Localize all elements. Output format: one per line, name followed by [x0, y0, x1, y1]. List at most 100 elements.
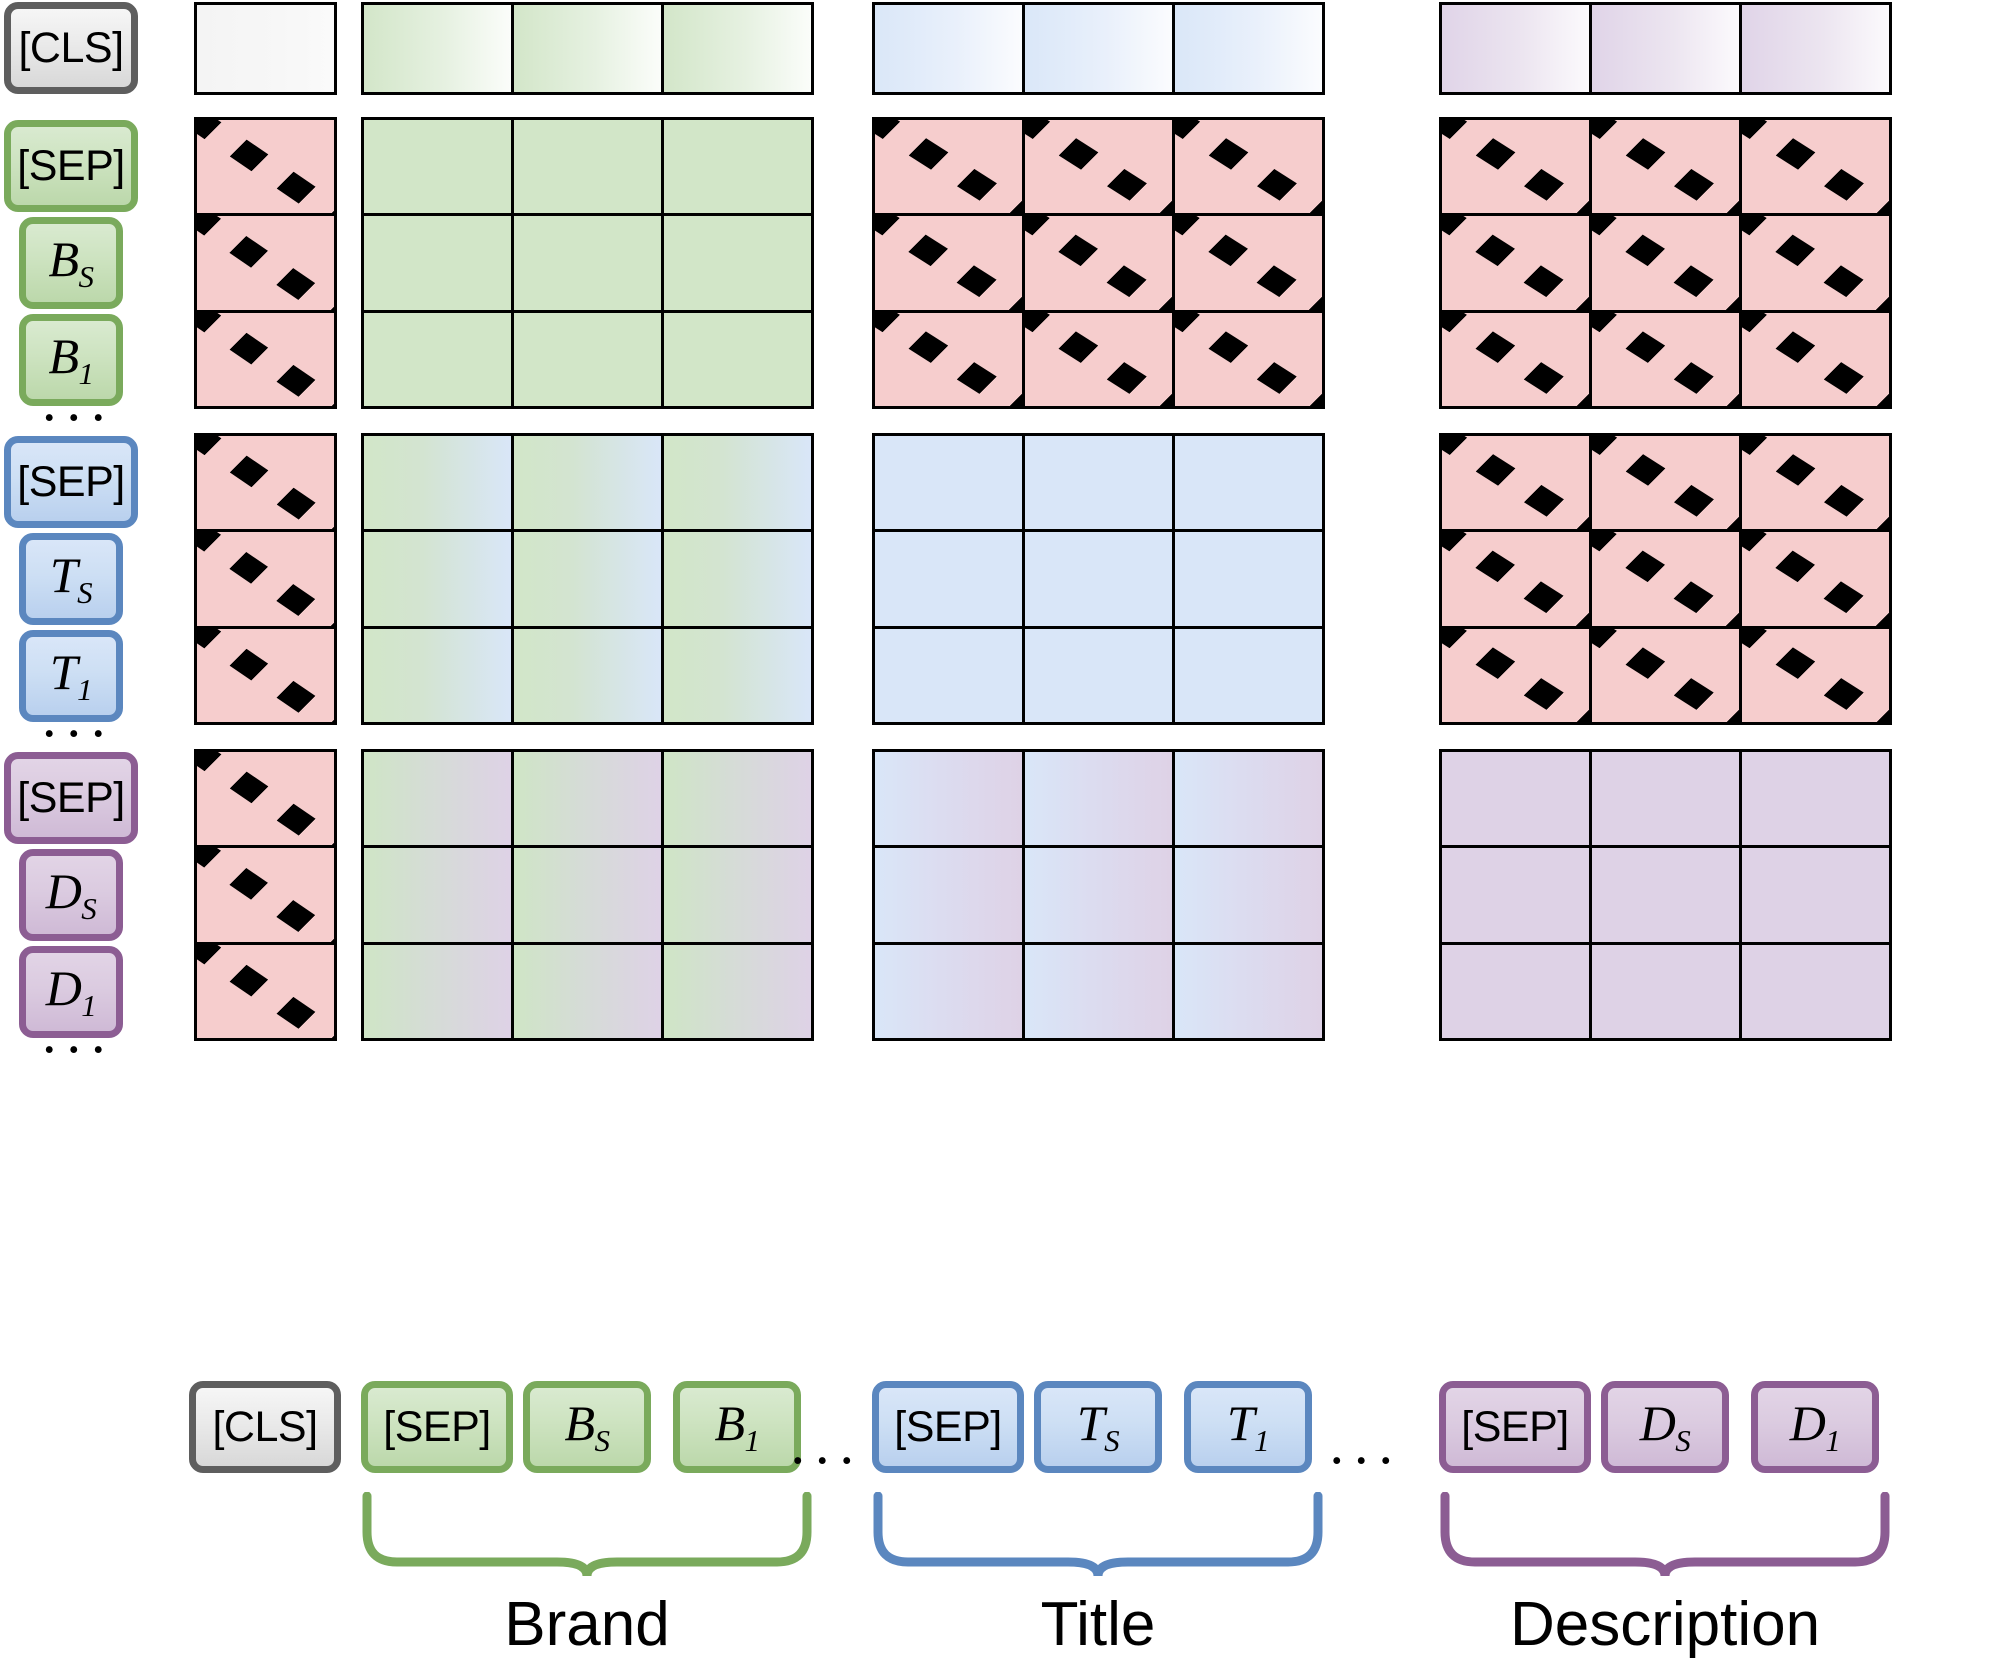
mask-cell-visible	[660, 309, 814, 410]
mask-cell-visible	[1021, 845, 1175, 945]
mask-cell-visible	[510, 625, 664, 726]
mask-block-description-title	[871, 748, 1325, 1042]
token-label: B1	[714, 1395, 760, 1458]
mask-cell-masked	[1438, 116, 1592, 217]
token-label: B1	[48, 327, 94, 391]
mask-cell-visible	[871, 1, 1025, 95]
token-label: [CLS]	[212, 1402, 318, 1451]
col-ellipsis-1: ...	[1329, 1411, 1403, 1476]
mask-cell-visible	[1588, 941, 1742, 1042]
mask-cell-visible	[1438, 748, 1592, 849]
mask-cell-visible	[510, 845, 664, 945]
mask-cell-visible	[660, 529, 814, 629]
mask-cell-masked	[1021, 309, 1175, 410]
row-token-0: [CLS]	[4, 2, 138, 94]
row-token-3: B1	[19, 313, 123, 406]
mask-cell-masked	[1588, 213, 1742, 313]
mask-cell-visible	[360, 529, 514, 629]
mask-cell-visible	[660, 941, 814, 1042]
mask-cell-masked	[1738, 432, 1892, 533]
col-token-2: BS	[523, 1381, 651, 1473]
mask-cell-visible	[360, 213, 514, 313]
mask-cell-masked	[193, 213, 337, 313]
mask-cell-visible	[1738, 748, 1892, 849]
mask-cell-visible	[871, 432, 1025, 533]
mask-cell-visible	[1021, 941, 1175, 1042]
mask-cell-visible	[660, 116, 814, 217]
mask-cell-visible	[360, 309, 514, 410]
row-token-9: D1	[19, 945, 123, 1038]
mask-cell-masked	[871, 309, 1025, 410]
mask-cell-visible	[360, 116, 514, 217]
mask-cell-visible	[360, 748, 514, 849]
mask-cell-masked	[1438, 529, 1592, 629]
token-label: [SEP]	[1461, 1402, 1569, 1451]
token-label: BS	[48, 231, 94, 294]
mask-block-brand-brand	[360, 116, 814, 410]
mask-cell-masked	[1588, 116, 1742, 217]
row-ellipsis-0: ...	[42, 368, 116, 433]
col-token-5: TS	[1034, 1381, 1162, 1473]
mask-cell-visible	[360, 625, 514, 726]
mask-cell-visible	[1588, 845, 1742, 945]
mask-cell-visible	[510, 529, 664, 629]
token-label: TS	[49, 547, 93, 610]
row-token-7: [SEP]	[4, 752, 138, 845]
mask-cell-masked	[1171, 116, 1325, 217]
mask-cell-masked	[193, 116, 337, 217]
mask-cell-masked	[1738, 309, 1892, 410]
mask-cell-visible	[510, 941, 664, 1042]
mask-cell-visible	[510, 309, 664, 410]
mask-block-title-cls	[193, 432, 337, 726]
row-token-6: T1	[19, 629, 123, 722]
col-token-8: DS	[1601, 1381, 1729, 1473]
mask-cell-visible	[510, 748, 664, 849]
mask-cell-visible	[510, 1, 664, 95]
row-token-4: [SEP]	[4, 436, 138, 529]
mask-cell-visible	[1588, 748, 1742, 849]
group-brace-description	[1440, 1492, 1890, 1576]
mask-cell-masked	[193, 432, 337, 533]
mask-cell-masked	[193, 625, 337, 726]
mask-block-description-brand	[360, 748, 814, 1042]
mask-cell-visible	[871, 748, 1025, 849]
mask-cell-masked	[1438, 213, 1592, 313]
mask-cell-visible	[1171, 625, 1325, 726]
mask-cell-masked	[193, 941, 337, 1042]
mask-cell-visible	[1021, 748, 1175, 849]
mask-block-cls-description	[1438, 1, 1892, 95]
mask-cell-masked	[1738, 116, 1892, 217]
token-label: [SEP]	[17, 457, 125, 506]
mask-cell-masked	[193, 529, 337, 629]
mask-block-description-cls	[193, 748, 337, 1042]
mask-cell-masked	[1438, 432, 1592, 533]
mask-cell-visible	[1171, 529, 1325, 629]
mask-cell-masked	[1588, 625, 1742, 726]
mask-cell-masked	[1738, 625, 1892, 726]
mask-cell-visible	[193, 1, 337, 95]
row-token-2: BS	[19, 217, 123, 309]
mask-cell-masked	[1021, 116, 1175, 217]
mask-cell-masked	[1438, 625, 1592, 726]
mask-block-cls-brand	[360, 1, 814, 95]
mask-block-cls-title	[871, 1, 1325, 95]
mask-cell-visible	[510, 432, 664, 533]
mask-cell-masked	[1588, 309, 1742, 410]
mask-cell-masked	[193, 309, 337, 410]
mask-cell-masked	[1021, 213, 1175, 313]
col-token-3: B1	[673, 1381, 801, 1473]
token-label: [SEP]	[383, 1402, 491, 1451]
mask-cell-visible	[1738, 845, 1892, 945]
mask-cell-visible	[871, 529, 1025, 629]
col-token-4: [SEP]	[872, 1381, 1024, 1473]
mask-block-brand-cls	[193, 116, 337, 410]
mask-cell-masked	[1588, 432, 1742, 533]
mask-cell-masked	[1588, 529, 1742, 629]
mask-cell-masked	[1171, 309, 1325, 410]
group-name-title: Title	[1040, 1590, 1156, 1659]
mask-cell-visible	[871, 625, 1025, 726]
token-label: D1	[1789, 1395, 1841, 1458]
mask-cell-visible	[360, 845, 514, 945]
mask-cell-visible	[1171, 748, 1325, 849]
